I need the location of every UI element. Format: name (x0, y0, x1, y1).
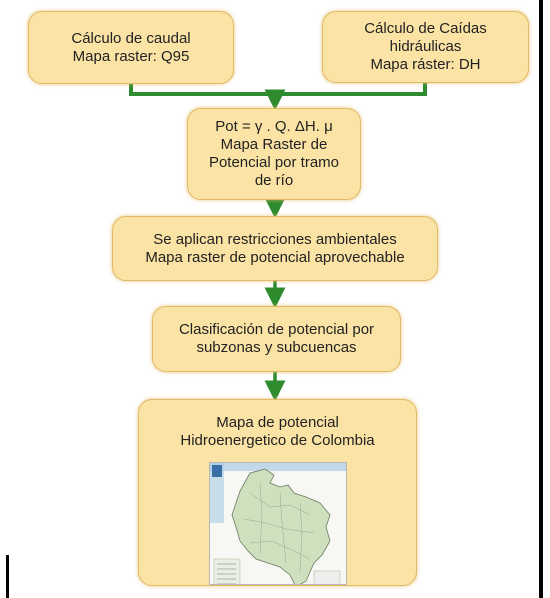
box-clasificacion-line-2: subzonas y subcuencas (196, 339, 357, 356)
box-clasificacion-line-1: Clasificación de potencial por (178, 321, 375, 338)
box-caidas-line-2: hidráulicas (389, 38, 462, 55)
box-potencial-formula: Pot = γ . Q. ΔH. μ Mapa Raster de Potenc… (187, 108, 361, 200)
box-restricciones-line-1: Se aplican restricciones ambientales (153, 230, 397, 248)
box-potencial-line-4: de río (254, 172, 294, 189)
box-caidas-line-3: Mapa ráster: DH (370, 56, 481, 73)
box-calculo-caudal: Cálculo de caudal Mapa raster: Q95 (28, 11, 234, 84)
box-restricciones-line-2: Mapa raster de potencial aprovechable (145, 248, 405, 266)
box-mapa-line-2: Hidroenergetico de Colombia (180, 432, 375, 449)
box-calculo-caidas: Cálculo de Caídas hidráulicas Mapa ráste… (322, 11, 529, 83)
box-caudal-line-1: Cálculo de caudal (71, 29, 191, 47)
box-caudal-line-2: Mapa raster: Q95 (72, 47, 190, 65)
box-clasificacion-potencial: Clasificación de potencial por subzonas … (152, 306, 401, 372)
box-mapa-potencial: Mapa de potencial Hidroenergetico de Col… (138, 399, 417, 586)
box-potencial-formula-line: Pot = γ . Q. ΔH. μ (215, 118, 333, 135)
box-potencial-line-2: Mapa Raster de (220, 136, 328, 153)
box-mapa-line-1: Mapa de potencial (216, 414, 339, 431)
colombia-map-image (208, 462, 347, 585)
frame-border-left (6, 555, 9, 598)
colombia-map-drawing (209, 463, 346, 584)
frame-border-right (539, 0, 543, 598)
box-caidas-line-1: Cálculo de Caídas (364, 20, 487, 37)
box-restricciones-ambientales: Se aplican restricciones ambientales Map… (112, 216, 438, 281)
box-potencial-line-3: Potencial por tramo (208, 154, 340, 171)
